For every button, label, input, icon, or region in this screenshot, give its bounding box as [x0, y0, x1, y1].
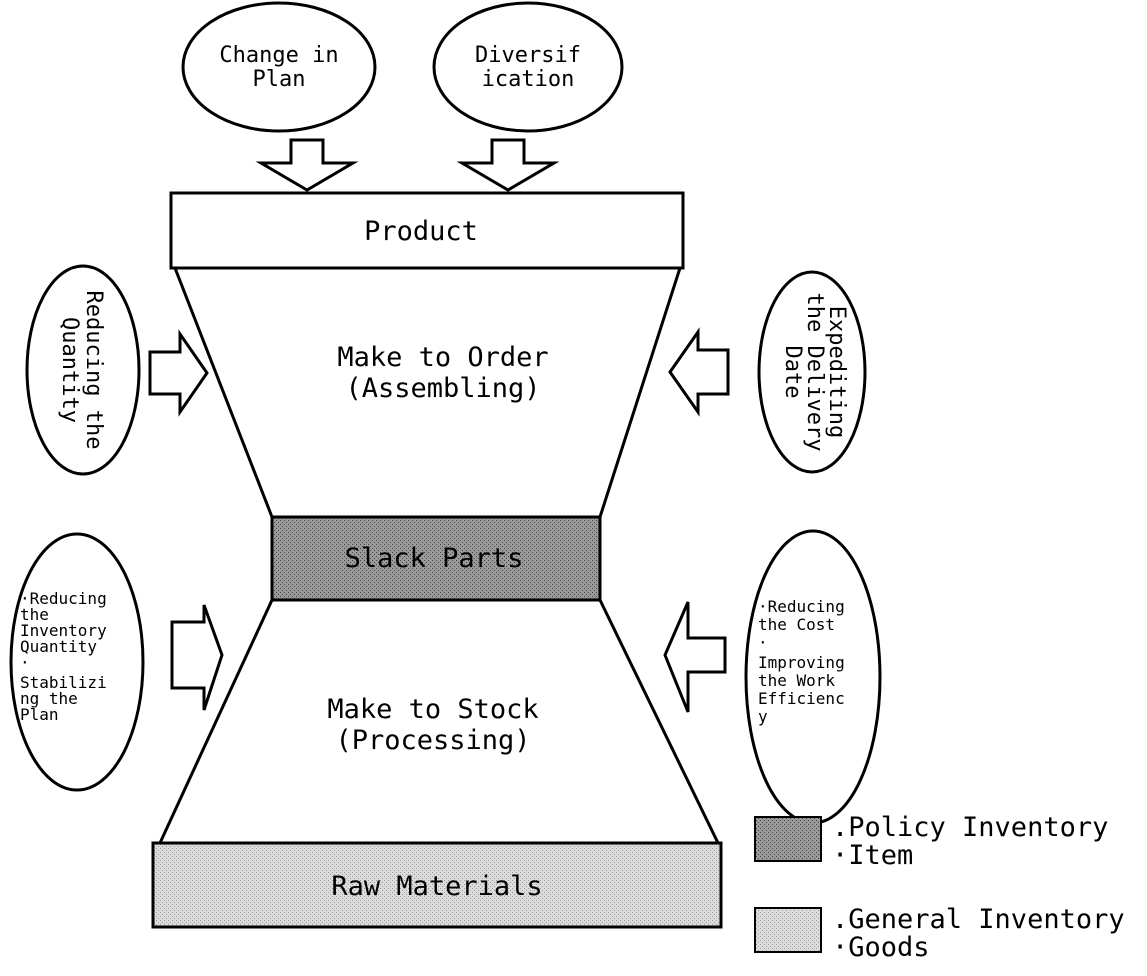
reducing-inventory-line2: the	[20, 605, 49, 624]
change-in-plan-line1: Change in	[219, 43, 338, 68]
reducing-quantity-oval	[25, 264, 141, 476]
legend-general-swatch	[754, 907, 822, 953]
reducing-cost-line1: ·Reducing	[758, 597, 845, 616]
reducing-cost-left-arrow	[663, 601, 727, 713]
make-to-order-sublabel: (Assembling)	[345, 373, 540, 404]
make-to-order-label: Make to Order	[337, 342, 548, 373]
reducing-cost-line2: the Cost	[758, 615, 835, 634]
reducing-cost-line3: ·	[758, 633, 768, 652]
slack-parts-label: Slack Parts	[345, 543, 524, 574]
reducing-inventory-right-arrow	[170, 604, 224, 711]
diversification-line2: ication	[482, 67, 575, 92]
slack-parts-box	[270, 515, 602, 602]
make-to-stock-label: Make to Stock	[327, 694, 538, 725]
expediting-delivery-line2: the Delivery	[802, 293, 827, 452]
expediting-delivery-line3: Date	[780, 346, 805, 399]
legend-policy-swatch	[754, 816, 822, 862]
reducing-inventory-oval	[9, 532, 145, 792]
reducing-inventory-line6: Stabilizi	[20, 673, 107, 692]
change-in-plan-line2: Plan	[253, 67, 306, 92]
reducing-quantity-line2: Quantity	[57, 317, 82, 423]
reducing-inventory-line1: ·Reducing	[20, 589, 107, 608]
reducing-inventory-line3: Inventory	[20, 621, 107, 640]
reducing-cost-line7: y	[758, 707, 768, 726]
make-to-stock-sublabel: (Processing)	[335, 725, 530, 756]
legend-general-line2: ·Goods	[832, 932, 930, 963]
product-label: Product	[364, 216, 478, 247]
expediting-delivery-left-arrow	[668, 327, 730, 417]
reducing-cost-line5: the Work	[758, 671, 835, 690]
reducing-inventory-line8: Plan	[20, 705, 59, 724]
legend-policy-line2: ·Item	[832, 840, 913, 871]
reducing-inventory-line7: ng the	[20, 689, 78, 708]
change-in-plan-down-arrow	[255, 138, 359, 192]
legend-general-line1: .General Inventory	[832, 904, 1125, 935]
legend-policy-line1: .Policy Inventory	[832, 812, 1108, 843]
expediting-delivery-oval	[757, 270, 867, 474]
diversification-down-arrow	[456, 138, 560, 192]
reducing-cost-line4: Improving	[758, 653, 845, 672]
diversification-oval	[432, 1, 624, 133]
raw-materials-label: Raw Materials	[331, 871, 542, 902]
reducing-inventory-line5: ·	[20, 653, 30, 672]
reducing-quantity-line1: Reducing the	[81, 291, 106, 450]
diversification-line1: Diversif	[475, 43, 581, 68]
change-in-plan-oval	[181, 1, 377, 133]
expediting-delivery-line1: Expediting	[824, 306, 849, 438]
reducing-cost-line6: Efficienc	[758, 689, 845, 708]
product-box	[169, 191, 685, 270]
raw-materials-box	[151, 841, 723, 929]
reducing-inventory-line4: Quantity	[20, 637, 97, 656]
reducing-quantity-right-arrow	[148, 329, 209, 417]
